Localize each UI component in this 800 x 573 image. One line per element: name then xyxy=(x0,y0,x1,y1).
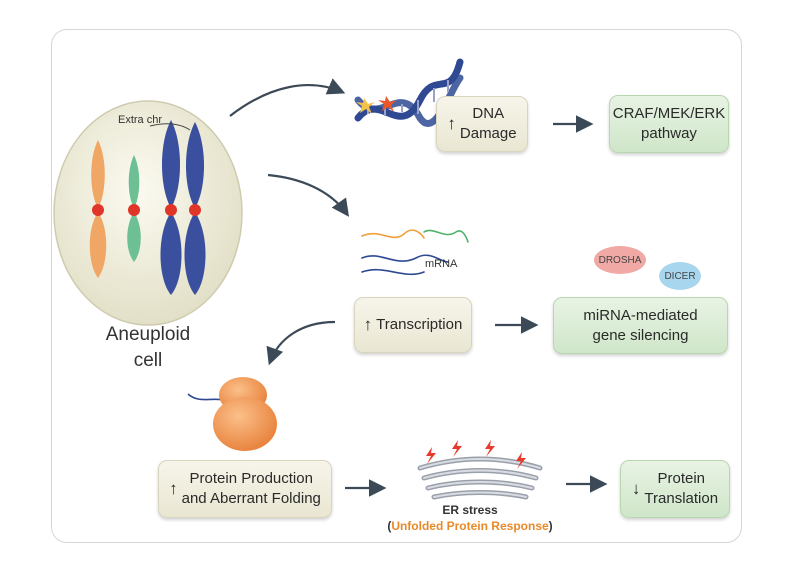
dicer-badge: DICER xyxy=(659,262,701,290)
centromere xyxy=(189,204,201,216)
mrna-strands-icon xyxy=(361,229,469,276)
extra-chr-label: Extra chr xyxy=(118,114,163,126)
centromere xyxy=(128,204,140,216)
drosha-badge: DROSHA xyxy=(594,246,646,274)
transcription-label: Transcription xyxy=(376,316,463,333)
craf-line1: CRAF/MEK/ERK xyxy=(612,105,726,122)
ribosome-icon xyxy=(187,377,277,451)
extra-chr-pointer xyxy=(149,123,191,131)
up-arrow-icon: ↑ xyxy=(169,479,178,498)
lightning-icon xyxy=(426,440,526,469)
protein-production-box: ↑ Protein Production and Aberrant Foldin… xyxy=(158,460,332,518)
protein-trans-line2: Translation xyxy=(644,490,719,507)
upr-paren-close: ) xyxy=(548,519,553,533)
dna-damage-box: ↑ DNA Damage xyxy=(436,96,528,152)
blue-chromosome-2 xyxy=(184,122,206,295)
centromere xyxy=(92,204,104,216)
protein-trans-line1: Protein xyxy=(657,470,706,487)
blue-chromosome-1 xyxy=(160,120,182,295)
arrow-transcription-to-ribosome xyxy=(266,320,336,366)
mirna-line2: gene silencing xyxy=(592,326,689,344)
cell-label-line1: Aneuploid xyxy=(105,324,191,345)
upr-paren-open: ( xyxy=(387,519,392,533)
mirna-silencing-box: miRNA-mediated gene silencing xyxy=(553,297,728,354)
down-arrow-icon: ↓ xyxy=(631,479,641,498)
up-arrow-icon: ↑ xyxy=(363,315,373,334)
protein-prod-line2: and Aberrant Folding xyxy=(181,490,321,507)
upr-text: Unfolded Protein Response xyxy=(391,519,549,533)
orange-chromosome xyxy=(89,140,107,278)
mrna-label: mRNA xyxy=(425,258,458,270)
er-stress-icon xyxy=(417,456,543,500)
centromere xyxy=(165,204,177,216)
aneuploid-cell-label: Aneuploid cell xyxy=(88,322,208,374)
cell-label-line2: cell xyxy=(133,350,163,371)
arrow-cell-to-dna xyxy=(229,78,346,117)
aneuploid-cell xyxy=(53,100,243,326)
craf-pathway-box: CRAF/MEK/ERK pathway xyxy=(609,95,729,153)
transcription-box: ↑ Transcription xyxy=(354,297,472,353)
flow-arrows xyxy=(229,78,608,497)
green-chromosome xyxy=(127,155,141,262)
craf-line2: pathway xyxy=(641,125,697,142)
upr-label: (Unfolded Protein Response) xyxy=(380,519,560,533)
arrow-cell-to-mrna xyxy=(267,173,350,217)
mirna-line1: miRNA-mediated xyxy=(583,306,698,324)
up-arrow-icon: ↑ xyxy=(447,114,456,133)
dna-damage-line2: Damage xyxy=(459,125,517,142)
protein-prod-line1: Protein Production xyxy=(189,470,313,487)
er-stress-label: ER stress xyxy=(442,503,498,517)
protein-translation-box: ↓ Protein Translation xyxy=(620,460,730,518)
dna-damage-line1: DNA xyxy=(472,105,505,122)
damage-spark-icon xyxy=(356,96,397,114)
